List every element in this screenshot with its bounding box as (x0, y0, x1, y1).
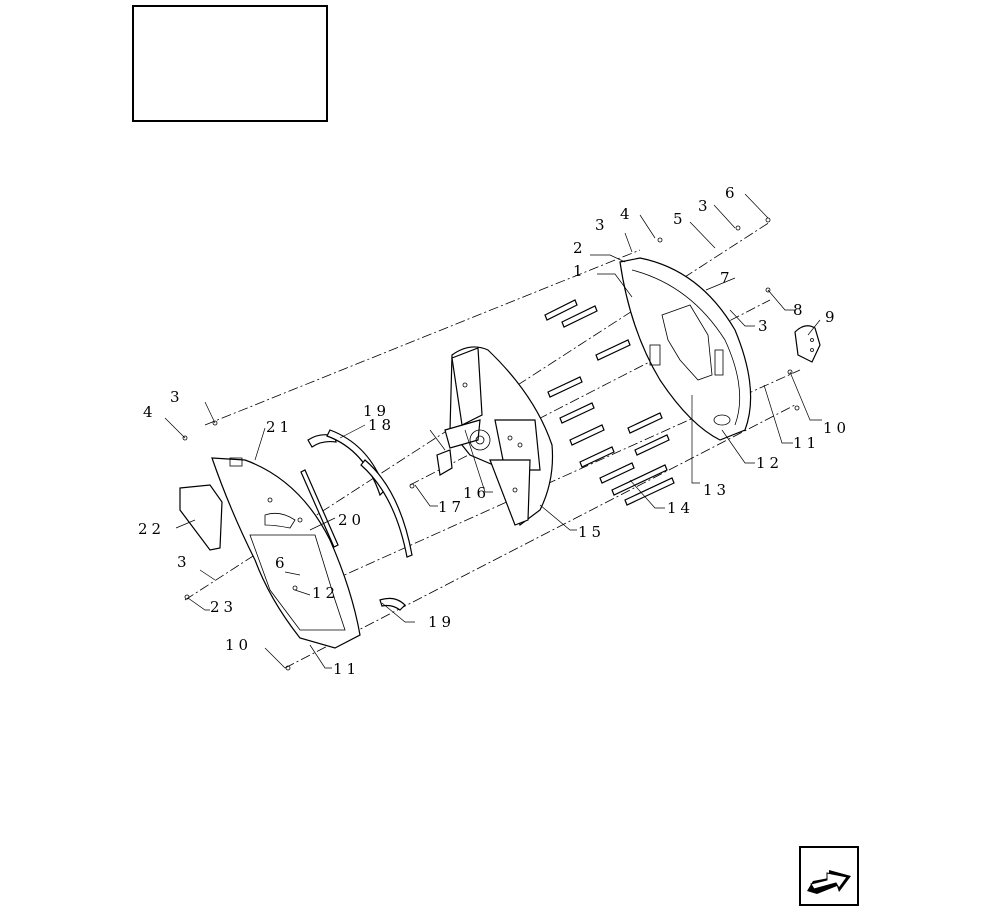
curved-strips (300, 429, 413, 611)
callout-7: 7 (720, 269, 734, 287)
callout-18: 18 (368, 416, 395, 434)
callout-10-left: 10 (225, 636, 252, 654)
callout-14: 14 (667, 499, 694, 517)
front-panel-part-21 (211, 457, 361, 649)
callout-12-left: 12 (312, 584, 339, 602)
callout-13: 13 (703, 481, 730, 499)
fan-impeller (444, 346, 554, 527)
callout-11-left: 11 (333, 660, 360, 678)
hub-disc-part-17 (436, 449, 453, 476)
callout-11-right: 11 (793, 434, 820, 452)
callout-12-right: 12 (756, 454, 783, 472)
callout-10-right: 10 (823, 419, 850, 437)
callout-3-top-right: 3 (698, 197, 712, 215)
callout-23: 23 (210, 598, 237, 616)
callout-4-left: 4 (143, 403, 157, 421)
title-block (132, 5, 328, 122)
callout-5: 5 (673, 210, 687, 228)
callout-20: 20 (338, 511, 365, 529)
fasteners (182, 217, 800, 671)
callout-1: 1 (573, 262, 587, 280)
callout-3-right: 3 (758, 317, 772, 335)
bracket-part-9 (794, 325, 821, 363)
callout-19-bottom: 19 (428, 613, 455, 631)
callout-6-left: 6 (275, 554, 289, 572)
callout-22: 22 (138, 520, 165, 538)
leader-lines (164, 193, 822, 669)
callout-6-top: 6 (725, 184, 739, 202)
callout-3-left-bottom: 3 (177, 553, 191, 571)
side-plate-part-22 (179, 484, 223, 551)
callout-8: 8 (793, 301, 807, 319)
callout-17: 17 (438, 498, 465, 516)
callout-16: 16 (463, 484, 490, 502)
callout-21: 21 (266, 418, 293, 436)
callout-9: 9 (825, 308, 839, 326)
callout-2: 2 (573, 239, 587, 257)
next-page-arrow-icon[interactable] (799, 846, 859, 906)
callout-labels: 1 2 3 4 5 3 6 7 8 9 3 10 11 12 13 14 15 … (138, 184, 850, 678)
callout-19-top: 19 (363, 402, 390, 420)
rear-plate (619, 257, 752, 441)
tube-bars (544, 299, 675, 506)
callout-15: 15 (578, 523, 605, 541)
callout-4-top: 4 (620, 205, 634, 223)
callout-3-left-top: 3 (170, 388, 184, 406)
callout-3-top-left: 3 (595, 216, 609, 234)
